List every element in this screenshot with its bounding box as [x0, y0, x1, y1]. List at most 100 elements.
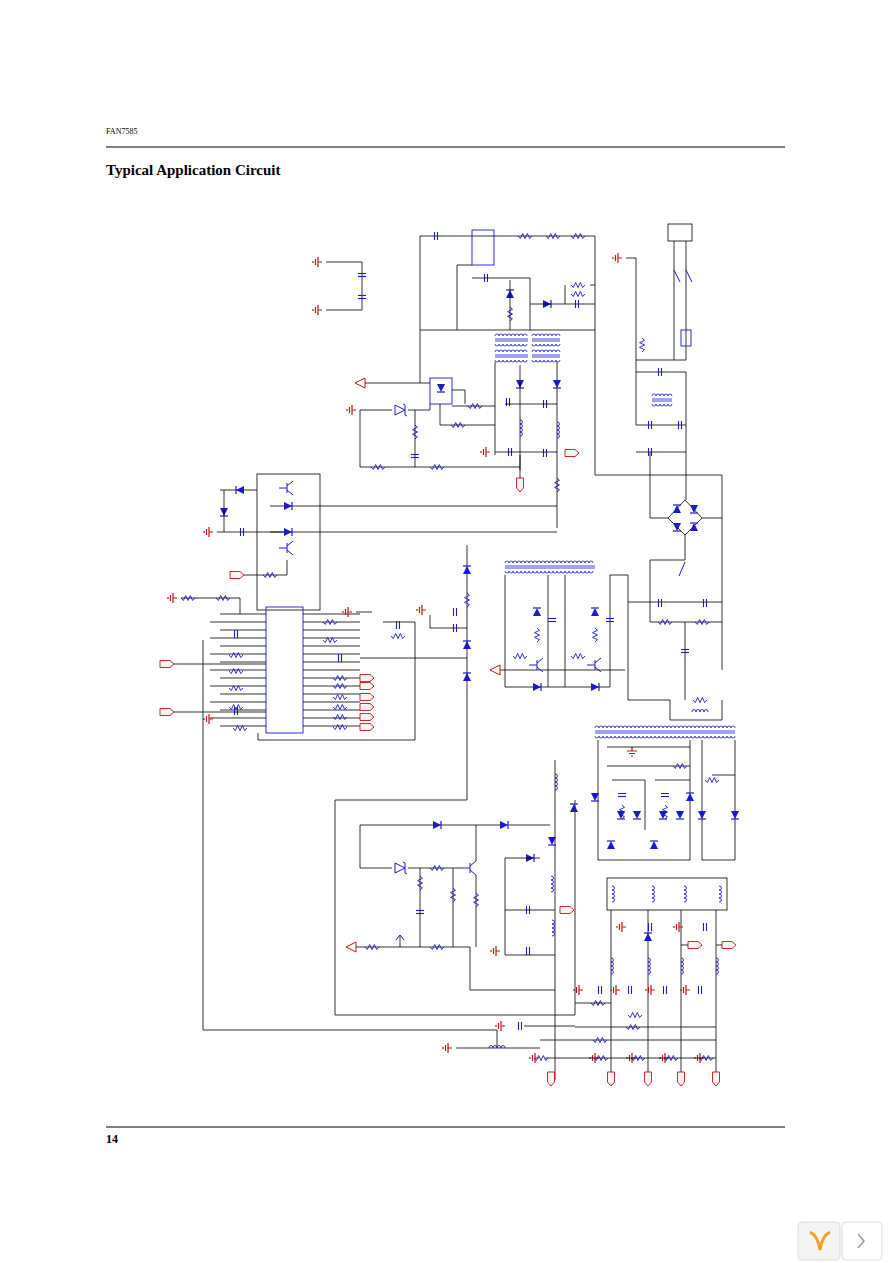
diode-body [644, 933, 652, 941]
port-flag [230, 572, 244, 579]
wire [686, 372, 687, 500]
capacitor-plate [237, 707, 238, 715]
capacitor-plate [237, 630, 238, 638]
wire [476, 875, 477, 947]
diode-body [650, 841, 658, 849]
resistor-symbol [323, 620, 337, 625]
diode-symbol [633, 811, 641, 819]
capacitor-symbol [661, 794, 669, 797]
capacitor-symbol [679, 421, 682, 429]
diode-bar [570, 803, 578, 804]
wire [520, 365, 521, 470]
diode-symbol [731, 811, 739, 819]
wire [575, 1003, 611, 1004]
ground-lines [681, 985, 690, 995]
resistor-symbol [333, 684, 347, 689]
wire [303, 662, 360, 663]
port-flag-outline [645, 1072, 652, 1086]
ground-lines [491, 946, 500, 956]
capacitor-plate [706, 923, 707, 931]
wire [457, 265, 472, 266]
resistor-symbol [333, 705, 347, 710]
wire [303, 678, 360, 679]
resistor-symbol [571, 292, 585, 297]
capacitor-plate [518, 1022, 519, 1030]
resistor-symbol [263, 573, 277, 578]
wire [540, 1040, 716, 1041]
diode-bar [644, 932, 652, 933]
zener-symbol [395, 862, 407, 874]
inductor-symbol [552, 920, 555, 936]
diode-symbol [698, 811, 706, 819]
resistor-symbol [333, 676, 347, 681]
wire [610, 575, 722, 720]
wire [626, 258, 636, 425]
capacitor-plate [396, 621, 397, 629]
diode-bar [673, 530, 681, 531]
ground-lines [481, 447, 490, 457]
port-flag-outline [608, 1072, 615, 1086]
capacitor-plate [358, 276, 366, 277]
port-flag [645, 1072, 652, 1086]
port-flag-outline [360, 683, 374, 690]
diode-body [500, 821, 508, 829]
port-flag-outline [230, 572, 244, 579]
wire [505, 858, 555, 955]
zener-symbol [395, 404, 407, 416]
ground-symbol [313, 257, 322, 267]
diode-body [433, 821, 441, 829]
diode-body [731, 811, 739, 819]
diode-body [284, 528, 292, 536]
circuit [160, 224, 739, 1086]
capacitor-plate [601, 986, 602, 994]
capacitor-plate [399, 621, 400, 629]
wire [181, 598, 240, 614]
ground-lines [674, 922, 683, 932]
ground-lines [611, 985, 620, 995]
capacitor-plate [240, 528, 241, 536]
diode-bar [607, 840, 615, 841]
ground-symbol [681, 985, 690, 995]
wire [607, 747, 690, 748]
diode-bar [548, 844, 556, 845]
capacitor-symbol [358, 296, 366, 299]
capacitor-symbol [659, 599, 662, 607]
wire [303, 702, 360, 703]
capacitor-plate [706, 599, 707, 607]
capacitor-symbol [599, 986, 602, 994]
wire [220, 630, 266, 631]
zener-bar [403, 862, 407, 874]
ground-lines [613, 253, 622, 263]
capacitor-symbol [699, 986, 702, 994]
capacitor-plate [456, 624, 457, 632]
resistor-symbol [693, 698, 707, 703]
resistor-symbol [371, 465, 385, 470]
capacitor-plate [234, 707, 235, 715]
capacitor-plate [651, 421, 652, 429]
port-flag [722, 942, 736, 949]
ground-lines [343, 607, 352, 617]
wire [430, 615, 467, 628]
capacitor-symbol [606, 619, 614, 622]
capacitor-plate [543, 449, 544, 457]
ground-symbol [313, 305, 322, 315]
transformer-symbol [495, 350, 528, 362]
wire [210, 718, 266, 719]
port-flag [608, 1072, 615, 1086]
resistor-symbol [233, 726, 247, 731]
port-flag [160, 661, 174, 668]
zener-bar [403, 404, 407, 416]
zener-body [395, 405, 405, 415]
page-number: 14 [106, 1132, 118, 1147]
capacitor-plate [648, 448, 649, 456]
diode-symbol [463, 566, 471, 574]
ground-lines [417, 605, 426, 615]
wire [220, 662, 266, 663]
capacitor-plate [618, 796, 626, 797]
wire [456, 1048, 540, 1049]
capacitor-symbol [454, 624, 457, 632]
resistor-symbol [465, 593, 470, 607]
ground-symbol [443, 1043, 452, 1053]
diode-symbol [673, 523, 681, 531]
wire [303, 718, 360, 719]
